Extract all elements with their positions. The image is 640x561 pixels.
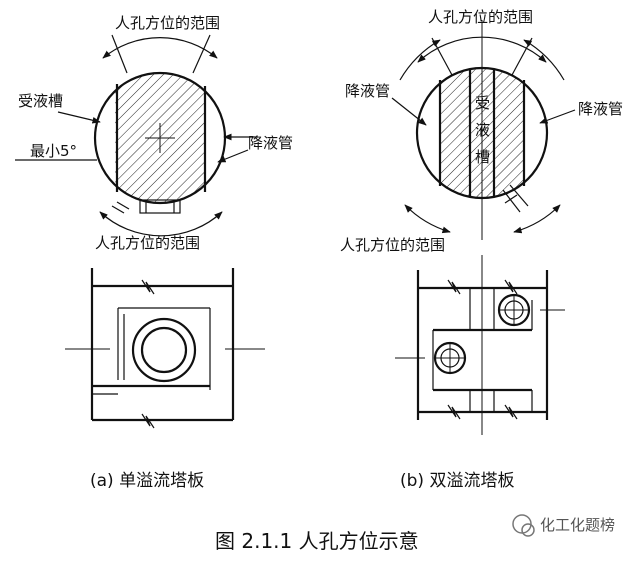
single-pass-tray-plan: 人孔方位的范围 人孔方位的范围 受液槽 最小5° 降液管 [15,14,293,252]
figure-title: 图 2.1.1 人孔方位示意 [215,529,419,553]
left-label-range-top: 人孔方位的范围 [115,14,220,32]
left-bottom-range-arc [99,211,223,237]
left-top-range-arc [102,37,218,59]
right-label-tray-2: 液 [475,121,490,139]
left-label-range-bottom: 人孔方位的范围 [95,234,200,252]
left-label-downcomer: 降液管 [248,134,293,152]
right-label-downcomer-right: 降液管 [578,100,623,118]
right-label-range-top: 人孔方位的范围 [428,8,533,26]
right-label-range-bottom: 人孔方位的范围 [340,236,445,254]
watermark-text: 化工化题榜 [540,516,615,534]
left-label-min: 最小5° [30,142,77,160]
watermark: 化工化题榜 [512,514,615,537]
right-label-tray-1: 受 [475,94,490,112]
left-manhole-inner [140,326,188,374]
left-label-tray: 受液槽 [18,92,63,110]
right-label-downcomer-left: 降液管 [345,82,390,100]
double-pass-tray-elevation [395,255,565,435]
right-caption: (b) 双溢流塔板 [400,471,514,491]
double-pass-tray-plan: 人孔方位的范围 人孔方位的范围 降液管 降液管 受 液 槽 [340,8,623,254]
right-label-tray-3: 槽 [475,148,490,166]
single-pass-tray-elevation [65,268,265,429]
left-manhole-outer [131,317,197,383]
left-caption: (a) 单溢流塔板 [90,471,204,491]
